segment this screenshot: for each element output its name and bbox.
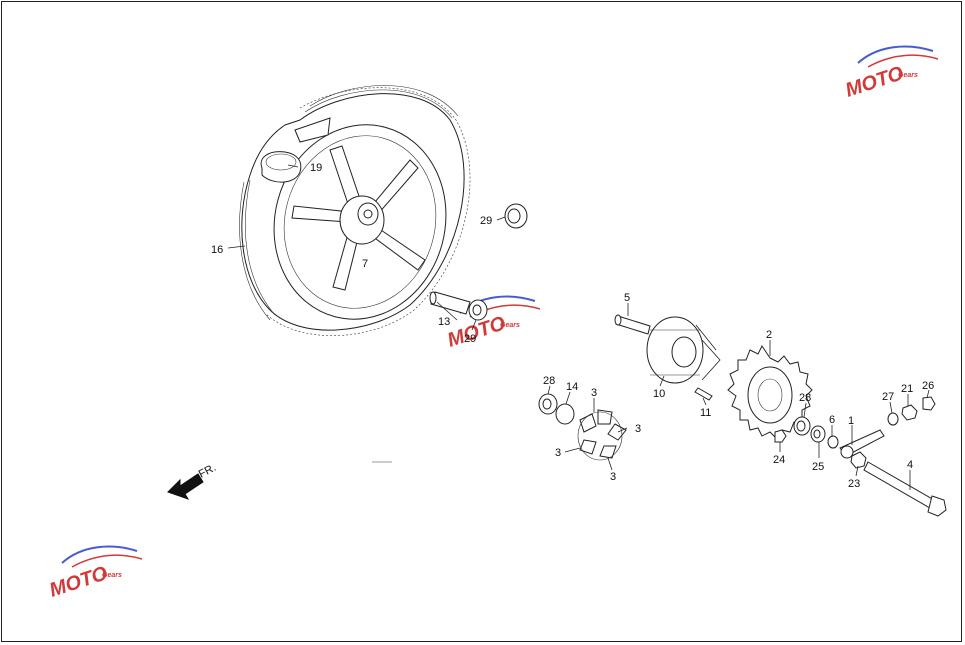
leader-lines [227, 164, 930, 490]
watermark-text: MOTO [47, 562, 111, 601]
bearing-29-upper [504, 203, 528, 229]
damper-rubbers-3 [577, 409, 627, 461]
callout-7: 7 [362, 258, 368, 270]
callout-11: 11 [700, 407, 711, 419]
callout-13: 13 [438, 316, 450, 328]
direction-arrow-icon [167, 473, 204, 500]
watermark-logo: MOTO Gears [843, 45, 939, 102]
washer-6 [827, 435, 839, 449]
callout-28a: 28 [543, 375, 555, 387]
callout-21: 21 [901, 383, 913, 395]
callout-24: 24 [773, 454, 785, 466]
bearing-29-lower [468, 299, 488, 321]
washer-27 [887, 412, 899, 426]
front-direction-indicator: FR. [167, 462, 218, 500]
watermark-subtext: Gears [500, 322, 520, 329]
stud-bolt-5 [614, 314, 651, 335]
direction-label: FR. [197, 462, 218, 481]
inner-tube-drawing [260, 151, 302, 183]
callout-29b: 29 [464, 333, 476, 345]
callout-27: 27 [882, 391, 894, 403]
bearing-28-right [793, 416, 811, 436]
callout-28b: 28 [799, 392, 811, 404]
watermark-text: MOTO [843, 62, 907, 101]
bearing-28-left [538, 393, 558, 415]
callout-4: 4 [907, 459, 913, 471]
callout-25: 25 [812, 461, 824, 473]
callout-6: 6 [829, 414, 835, 426]
callout-3b: 3 [635, 423, 641, 435]
callout-23: 23 [848, 478, 860, 490]
callout-16: 16 [211, 244, 223, 256]
sprocket-2 [727, 345, 813, 439]
callout-3d: 3 [610, 471, 616, 483]
nut-21 [901, 404, 918, 421]
callout-29a: 29 [480, 215, 492, 227]
callout-2: 2 [766, 329, 772, 341]
cap-nut-26 [922, 396, 936, 411]
callout-labels: 1 2 3 3 3 3 4 5 6 7 10 11 13 14 16 19 21… [211, 162, 934, 490]
chain-adjuster-1 [839, 429, 885, 459]
final-driven-flange-10 [646, 316, 721, 384]
callout-10: 10 [653, 388, 665, 400]
o-ring-14 [555, 403, 575, 425]
nut-23 [850, 451, 867, 469]
callout-5: 5 [624, 292, 630, 304]
callout-19: 19 [310, 162, 322, 174]
rear-axle-4 [863, 461, 947, 517]
stud-bolt-11 [694, 387, 713, 401]
callout-1: 1 [848, 415, 854, 427]
callout-14: 14 [566, 381, 578, 393]
collar-13 [429, 291, 471, 315]
callout-3c: 3 [555, 447, 561, 459]
callout-3a: 3 [591, 387, 597, 399]
nut-24 [774, 429, 787, 443]
watermark-logo: MOTO Gears [47, 545, 143, 602]
watermark-subtext: Gears [102, 572, 122, 579]
collar-25 [810, 425, 826, 443]
watermark-subtext: Gears [898, 72, 918, 79]
rear-wheel-assembly [239, 85, 471, 336]
callout-26: 26 [922, 380, 934, 392]
